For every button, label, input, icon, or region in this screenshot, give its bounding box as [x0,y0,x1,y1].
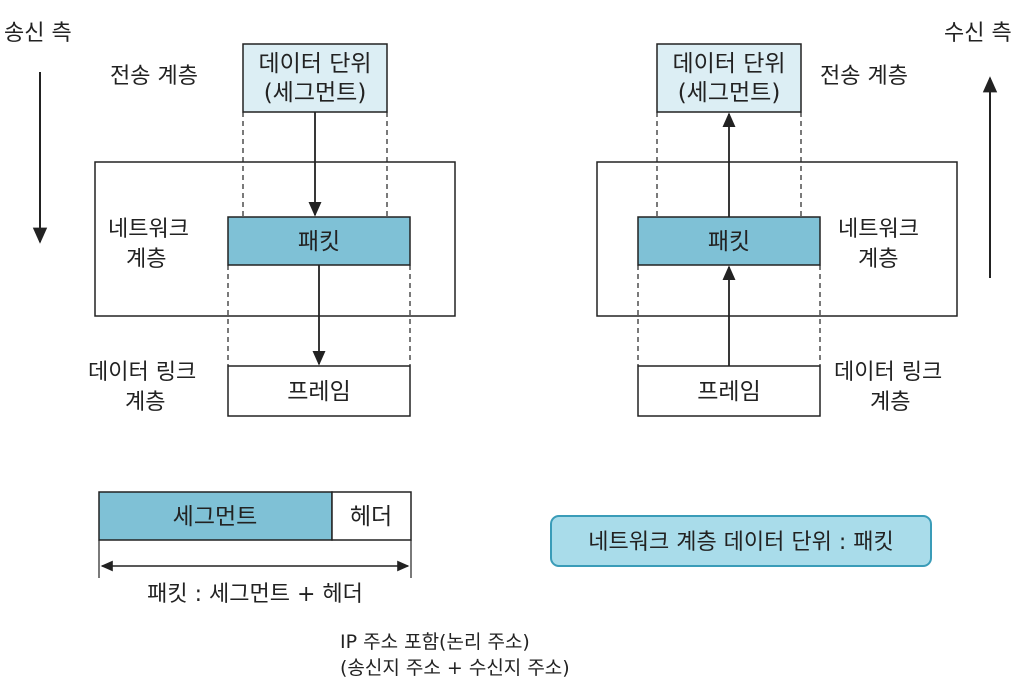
receiver-frame-label: 프레임 [697,379,760,405]
sender-network-label-line2: 계층 [126,247,166,272]
sender-segment-box-line2: (세그먼트) [264,80,367,106]
receiver-transport-layer-label: 전송 계층 [820,64,908,89]
sender-transport-layer-label: 전송 계층 [110,64,198,89]
summary-badge-label: 네트워크 계층 데이터 단위 : 패킷 [588,530,894,555]
sender-dashed-guides [227,112,411,366]
sender-side-title: 송신 측 [4,21,72,46]
receiver-side-title: 수신 측 [944,21,1012,46]
sender-segment-box-line1: 데이터 단위 [258,51,371,77]
sender-packet-box [227,216,411,266]
receiver-network-layer-frame [596,161,958,317]
sender-packet-label: 패킷 [298,229,340,255]
receiver-frame-box [637,365,821,417]
sender-network-label-line1: 네트워크 [108,217,189,242]
ip-note-line1: IP 주소 포함(논리 주소) [340,631,530,653]
sender-frame-label: 프레임 [287,379,350,405]
receiver-packet-label: 패킷 [708,229,750,255]
receiver-segment-box [656,43,802,113]
packet-structure-header [331,491,412,541]
sender-datalink-label-line1: 데이터 링크 [88,360,196,385]
receiver-dashed-guides [637,112,821,366]
summary-badge [550,515,932,567]
receiver-network-label-line2: 계층 [858,247,898,272]
packet-structure-segment-label: 세그먼트 [173,504,258,530]
receiver-segment-box-line1: 데이터 단위 [672,51,785,77]
sender-frame-box [227,365,411,417]
packet-structure-segment [98,491,333,541]
receiver-packet-box [637,216,821,266]
sender-datalink-label-line2: 계층 [125,390,165,415]
ip-note-line2: (송신지 주소 + 수신지 주소) [340,657,570,679]
receiver-datalink-label-line1: 데이터 링크 [834,360,942,385]
sender-network-layer-frame [94,161,456,317]
packet-structure-header-label: 헤더 [350,504,392,530]
packet-formula: 패킷 : 세그먼트 + 헤더 [147,582,363,607]
receiver-datalink-label-line2: 계층 [870,390,910,415]
receiver-segment-box-line2: (세그먼트) [678,80,781,106]
receiver-network-label-line1: 네트워크 [838,217,919,242]
